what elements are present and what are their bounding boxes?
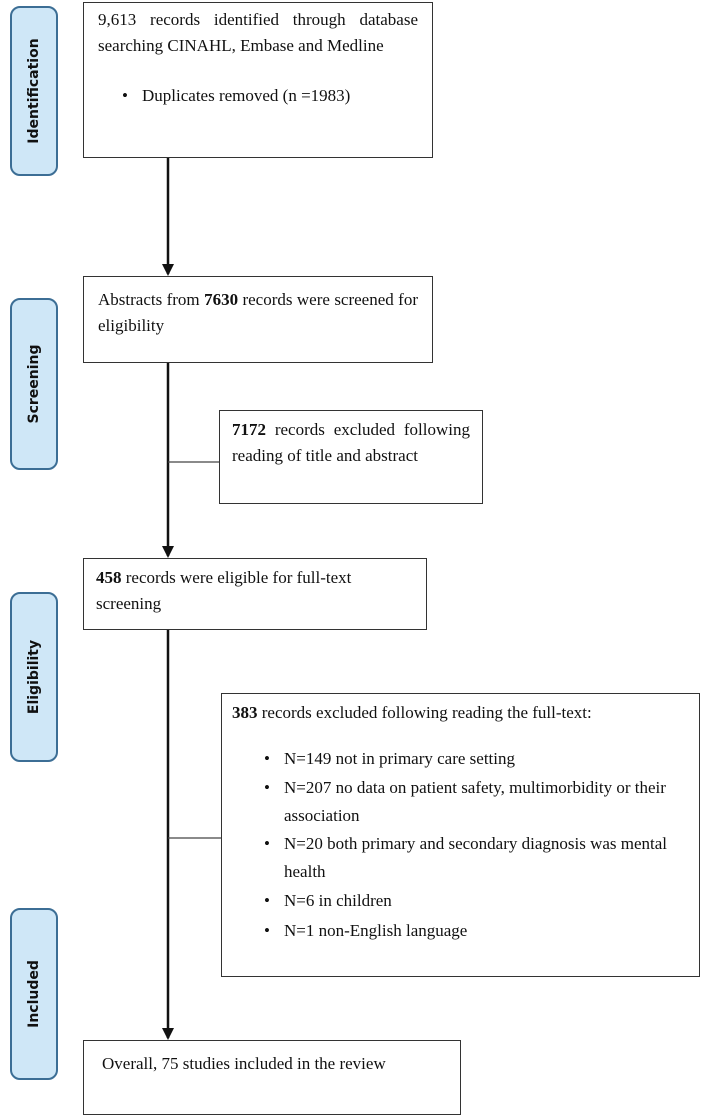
exclusion-reason: N=20 both primary and secondary diagnosi… <box>258 830 687 886</box>
fulltext-exclusion-count: 383 <box>232 703 258 722</box>
eligible-suffix: records were eligible for full-text scre… <box>96 568 352 613</box>
screening-count: 7630 <box>204 290 239 309</box>
stage-identification-label: Identification <box>26 38 42 144</box>
stage-included: Included <box>10 908 58 1080</box>
exclusion-reason: N=6 in children <box>258 886 687 916</box>
exclusion-reason: N=149 not in primary care setting <box>258 744 687 774</box>
title-abstract-exclusion-box: 7172 records excluded following reading … <box>219 410 483 504</box>
exclusion-reason: N=1 non-English language <box>258 916 687 946</box>
eligible-box: 458 records were eligible for full-text … <box>83 558 427 630</box>
screening-box: Abstracts from 7630 records were screene… <box>83 276 433 363</box>
fulltext-exclusion-heading: 383 records excluded following reading t… <box>232 700 687 726</box>
title-abstract-exclusion-text: 7172 records excluded following reading … <box>232 417 470 469</box>
identification-bullets: Duplicates removed (n =1983) <box>98 83 418 109</box>
stage-eligibility-label: Eligibility <box>26 639 42 715</box>
screening-suffix: records were screened for eligibility <box>98 290 418 335</box>
stage-identification: Identification <box>10 6 58 176</box>
included-text: Overall, 75 studies included in the revi… <box>102 1054 386 1073</box>
exclusion-reasons-list: N=149 not in primary care setting N=207 … <box>232 744 687 946</box>
title-abstract-exclusion-suffix: records excluded following reading of ti… <box>232 420 470 465</box>
identification-text: 9,613 records identified through databas… <box>98 10 418 55</box>
identification-box: 9,613 records identified through databas… <box>83 2 433 158</box>
duplicates-removed: Duplicates removed (n =1983) <box>116 83 418 109</box>
title-abstract-exclusion-count: 7172 <box>232 420 266 439</box>
fulltext-exclusion-suffix: records excluded following reading the f… <box>257 703 592 722</box>
screening-text: Abstracts from 7630 records were screene… <box>98 287 418 339</box>
included-box: Overall, 75 studies included in the revi… <box>83 1040 461 1115</box>
eligible-count: 458 <box>96 568 122 587</box>
screening-prefix: Abstracts from <box>98 290 205 309</box>
stage-eligibility: Eligibility <box>10 592 58 762</box>
fulltext-exclusion-box: 383 records excluded following reading t… <box>221 693 700 977</box>
exclusion-reason: N=207 no data on patient safety, multimo… <box>258 774 687 830</box>
stage-screening-label: Screening <box>26 344 42 424</box>
stage-included-label: Included <box>26 960 42 1028</box>
stage-screening: Screening <box>10 298 58 470</box>
eligible-text: 458 records were eligible for full-text … <box>96 565 414 617</box>
